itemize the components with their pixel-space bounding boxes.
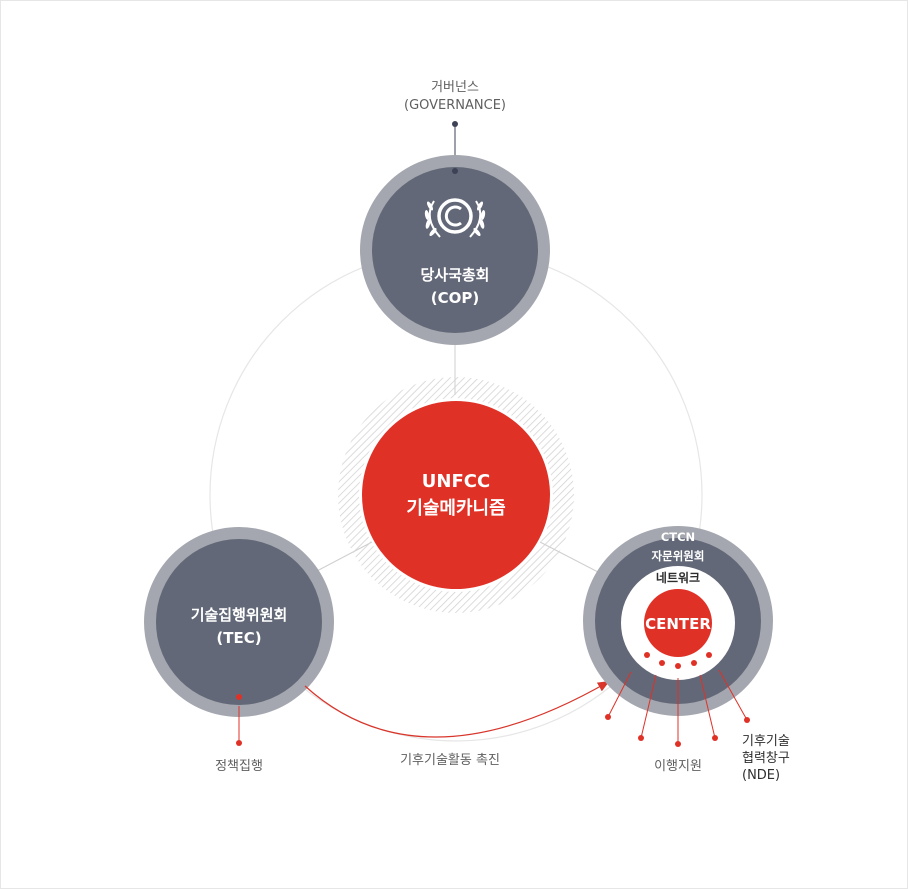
center-circle xyxy=(362,401,550,589)
center-title-line1: UNFCC xyxy=(422,471,490,492)
center-title-line2: 기술메카니즘 xyxy=(406,498,505,519)
governance-label-line2: (GOVERNANCE) xyxy=(404,98,506,113)
policy-label: 정책집행 xyxy=(215,758,263,774)
nde-label-line2: 협력창구 xyxy=(742,751,790,766)
cop-inner-dot xyxy=(452,168,458,174)
cop-circle xyxy=(372,167,538,333)
cop-title-line1: 당사국총회 xyxy=(420,266,489,284)
promotion-label: 기후기술활동 촉진 xyxy=(400,753,500,768)
network-inner-dots xyxy=(644,652,712,669)
ctcn-advisory-label: 자문위원회 xyxy=(652,549,705,563)
network-outer-dots xyxy=(605,714,750,747)
tec-circle xyxy=(156,539,322,705)
tec-title-line1: 기술집행위원회 xyxy=(191,606,288,624)
unfccc-laurel-icon xyxy=(424,198,486,238)
policy-dot xyxy=(236,740,242,746)
promotion-arrow xyxy=(304,681,610,738)
ctcn-center-circle xyxy=(644,589,712,657)
ctcn-network-label: 네트워크 xyxy=(656,570,700,585)
governance-label-line1: 거버넌스 xyxy=(431,80,479,95)
tec-title-line2: (TEC) xyxy=(216,629,261,647)
tec-inner-dot xyxy=(236,694,242,700)
implementation-label: 이행지원 xyxy=(654,758,702,774)
cop-title-line2: (COP) xyxy=(431,289,479,307)
nde-label-line3: (NDE) xyxy=(742,768,780,783)
ctcn-outer-label: CTCN xyxy=(661,530,695,544)
nde-label-line1: 기후기술 xyxy=(742,734,790,749)
ctcn-center-label: CENTER xyxy=(645,615,711,633)
network-spokes xyxy=(607,669,748,744)
